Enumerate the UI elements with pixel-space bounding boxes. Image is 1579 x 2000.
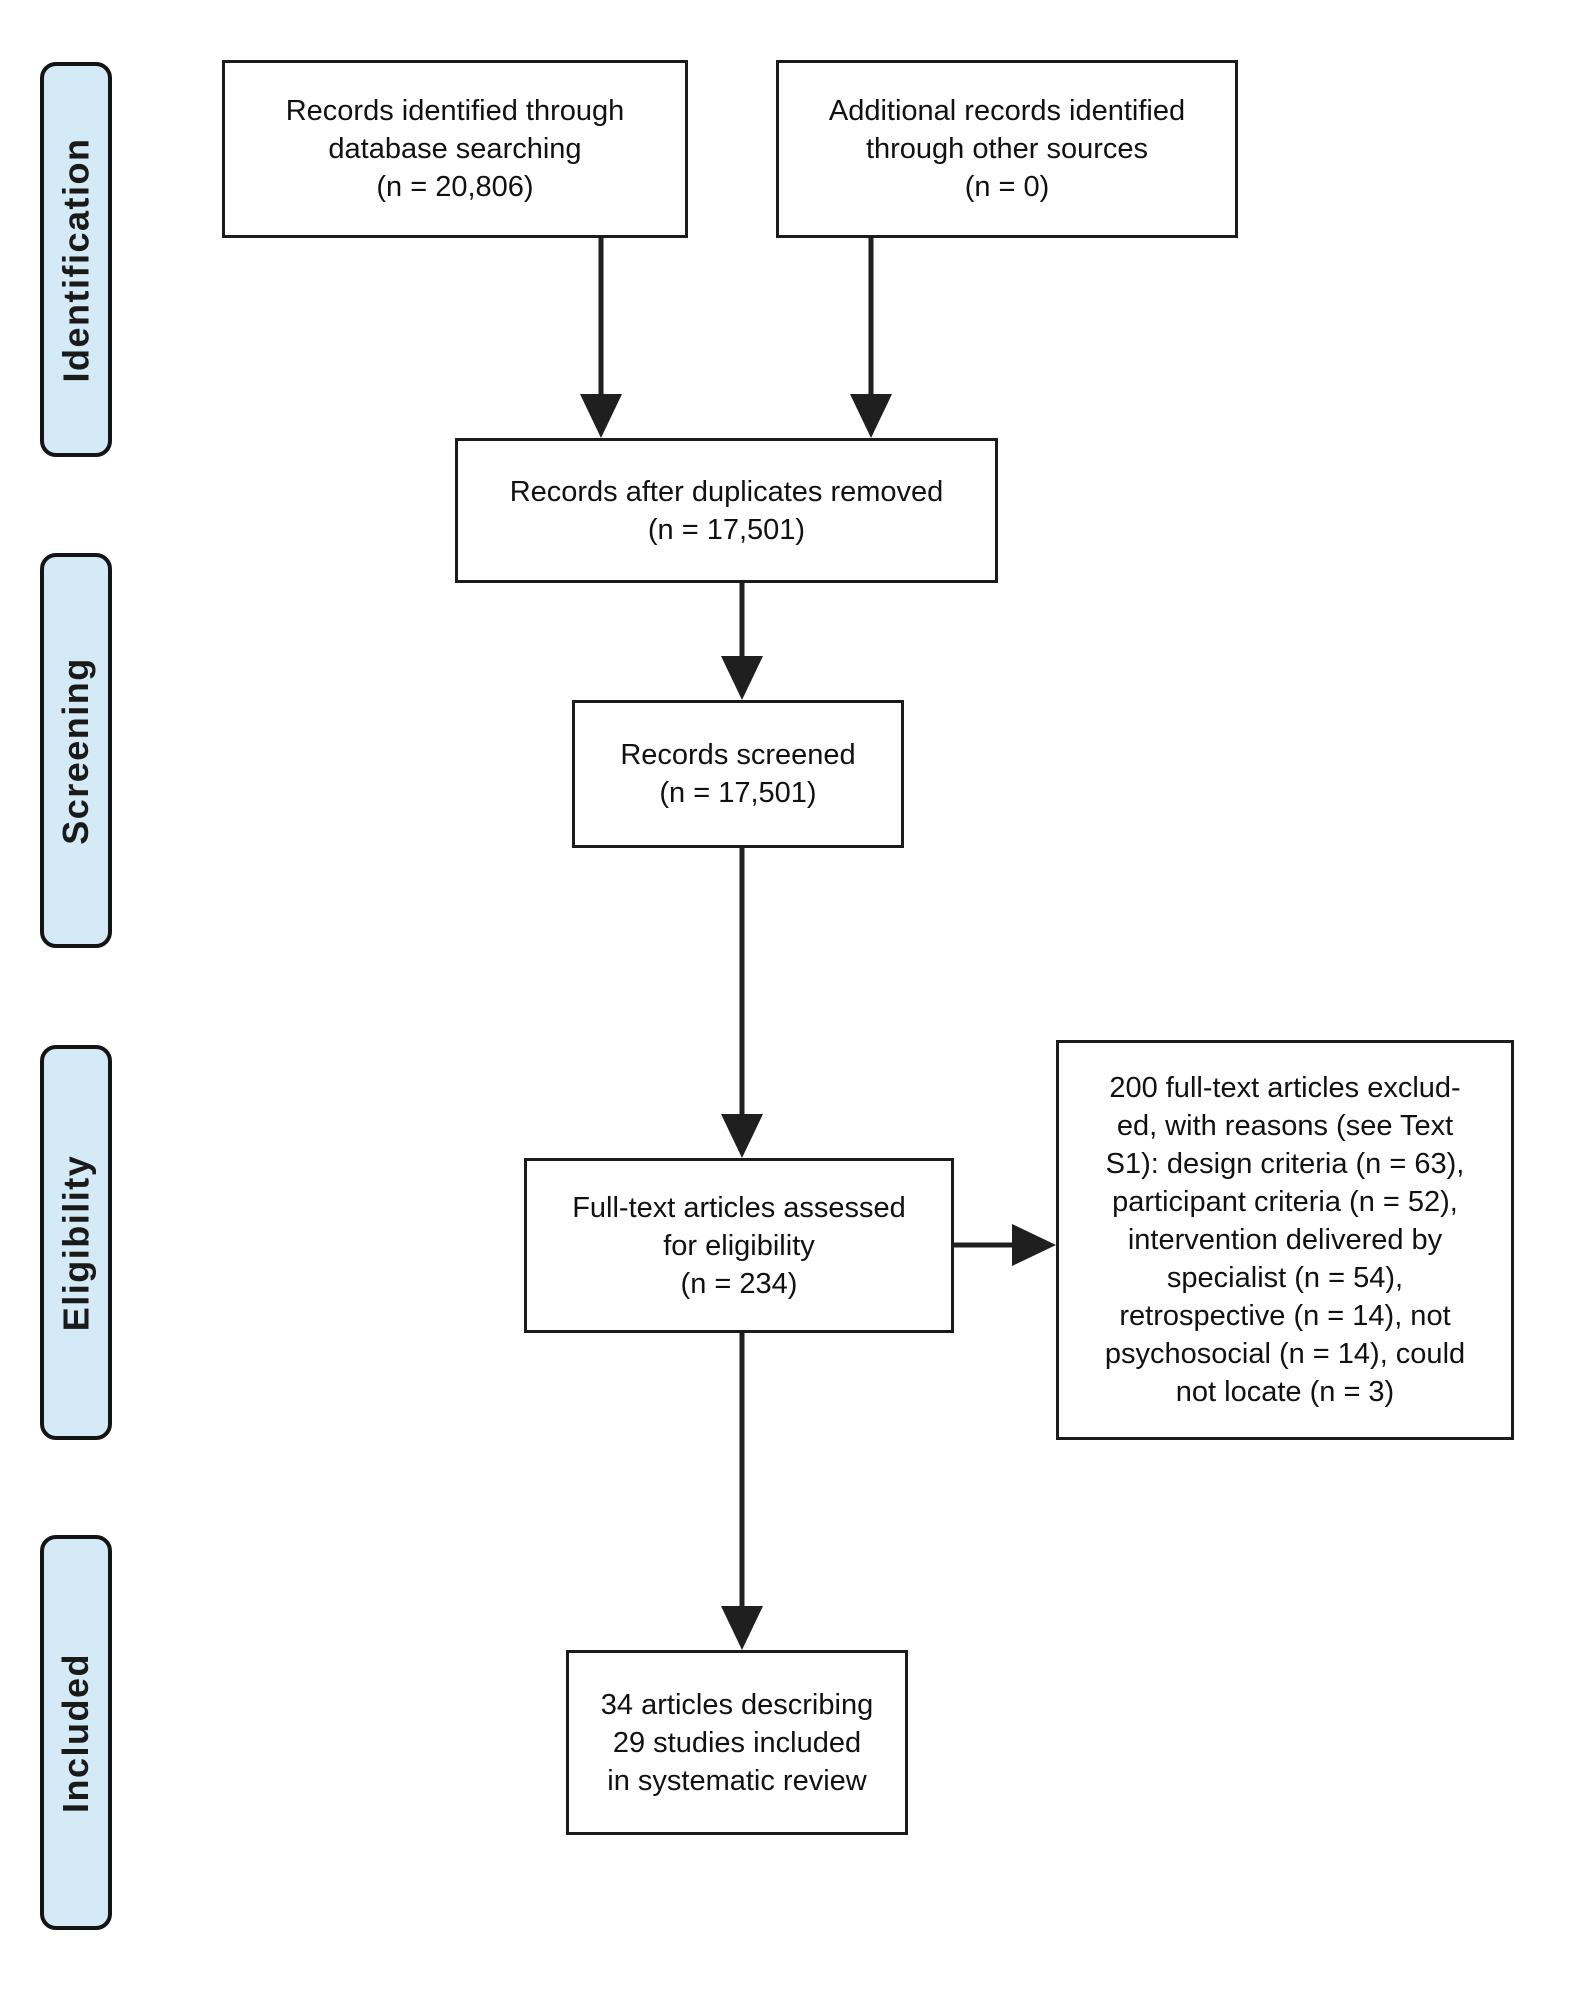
box-text-line: (n = 17,501) [659,777,817,809]
box-duplicates-removed: Records after duplicates removed (n = 17,… [455,438,998,583]
box-text-line: Records after duplicates removed [509,475,944,508]
phase-label-included-text: Included [55,1652,97,1813]
arrow-fulltext-to-included [721,1333,763,1650]
box-text-line: participant criteria (n = 52), [1112,1186,1458,1218]
box-text-line: 29 studies included [612,1726,862,1759]
phase-label-eligibility: Eligibility [40,1045,112,1440]
box-text-line: intervention delivered by [1127,1224,1443,1256]
box-records-identified: Records identified through database searc… [222,60,688,238]
box-text-line: database searching [328,133,582,165]
phase-label-identification: Identification [40,62,112,457]
box-text-line: S1): design criteria (n = 63), [1105,1148,1465,1180]
box-text-line: 200 full-text articles exclud- [1109,1072,1461,1104]
phase-label-identification-text: Identification [55,137,96,382]
box-text-line: Full-text articles assessed [572,1191,906,1224]
phase-label-eligibility-text: Eligibility [55,1154,97,1331]
box-text-line: (n = 234) [680,1267,798,1300]
arrow-screened-to-fulltext [721,848,763,1158]
arrow-fulltext-to-excluded [954,1224,1056,1266]
box-fulltext-excluded: 200 full-text articles exclud-ed, with r… [1056,1040,1514,1440]
box-text-line: (n = 17,501) [647,513,806,546]
box-included-studies: 34 articles describing 29 studies include… [566,1650,908,1835]
box-text-line: (n = 0) [964,171,1050,203]
box-additional-records: Additional records identified through oth… [776,60,1238,238]
phase-label-included: Included [40,1535,112,1930]
box-text-line: retrospective (n = 14), not [1119,1300,1451,1332]
box-text-line: 34 articles describing [600,1688,874,1721]
box-records-screened: Records screened (n = 17,501) [572,700,904,848]
box-text-line: not locate (n = 3) [1175,1376,1395,1408]
box-text-line: Records screened [620,739,856,771]
arrow-additional-to-duplicates [850,238,892,438]
phase-label-screening-text: Screening [55,656,96,845]
box-text-line: in systematic review [607,1764,867,1797]
box-text-line: through other sources [865,133,1149,165]
box-text-line: (n = 20,806) [376,171,534,203]
arrow-duplicates-to-screened [721,583,763,700]
box-text-line: Records identified through [285,95,625,127]
phase-label-screening: Screening [40,553,112,948]
box-text-line: for eligibility [663,1229,815,1262]
box-text-line: psychosocial (n = 14), could [1104,1338,1466,1370]
box-text-line: ed, with reasons (see Text [1116,1110,1454,1142]
box-fulltext-assessed: Full-text articles assessed for eligibili… [524,1158,954,1333]
box-text-line: specialist (n = 54), [1166,1262,1404,1294]
arrow-identified-to-duplicates [580,238,622,438]
box-text-line: Additional records identified [828,95,1186,127]
